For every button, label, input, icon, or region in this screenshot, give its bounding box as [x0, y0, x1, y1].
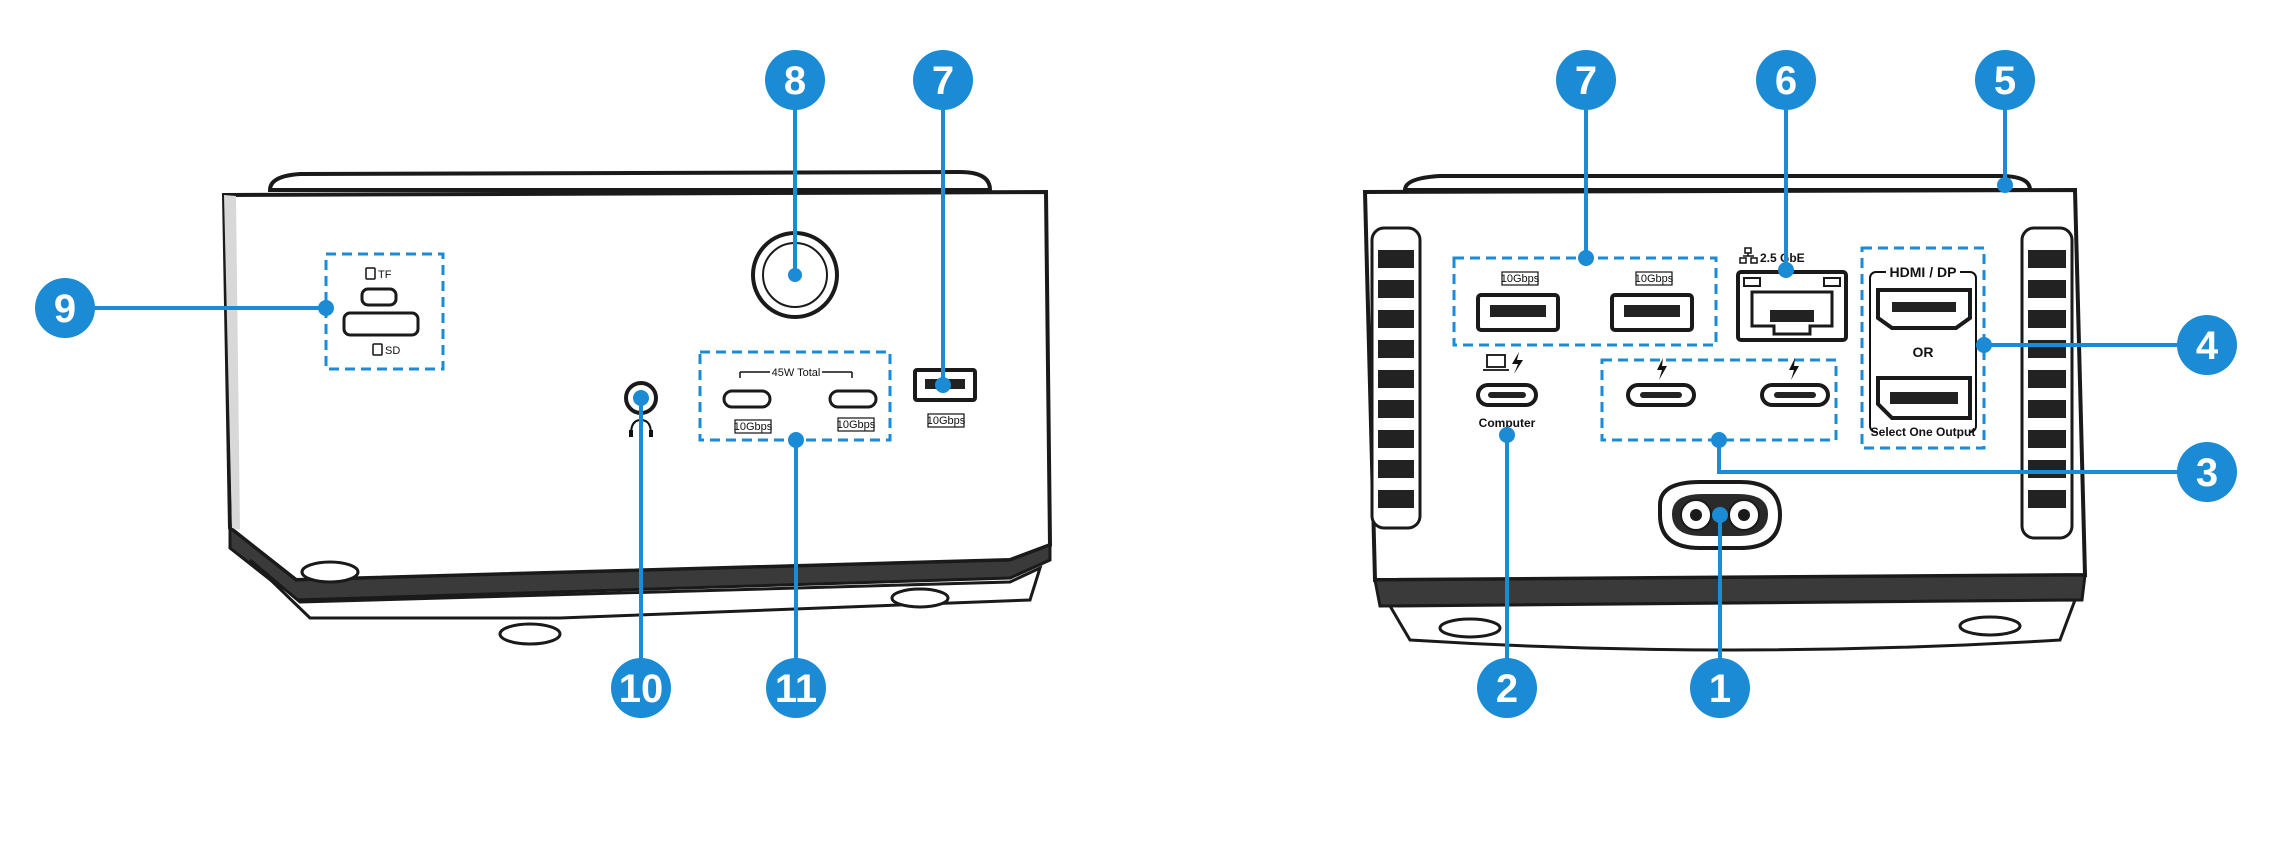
front-usbc-1-speed: 10Gbps	[734, 421, 773, 433]
callout-5: 5	[1975, 50, 2035, 110]
displayport-port[interactable]	[1876, 376, 1972, 420]
sd-slot[interactable]	[342, 311, 420, 337]
svg-text:6: 6	[1775, 59, 1797, 103]
computer-label: Computer	[1479, 416, 1536, 430]
front-usbc-port-2[interactable]	[828, 389, 878, 409]
front-usbc-port-1[interactable]	[722, 389, 772, 409]
svg-text:11: 11	[775, 667, 817, 711]
45w-total-label: 45W Total	[772, 367, 821, 379]
rear-usba-1-speed: 10Gbps	[1501, 273, 1540, 285]
rear-usbc-port-2[interactable]	[1760, 383, 1830, 407]
rear-callout-lines	[1499, 105, 2180, 660]
left-vent-grille	[1370, 226, 1422, 530]
svg-text:7: 7	[932, 59, 954, 103]
front-view: TF SD 45W Total	[35, 50, 1053, 718]
rear-usba-group: 10Gbps 10Gbps	[1452, 256, 1718, 347]
thunderbolt-icon	[1512, 352, 1523, 374]
sd-slot-icon	[372, 343, 383, 356]
callout-9: 9	[35, 278, 95, 338]
ethernet-port[interactable]	[1736, 270, 1848, 342]
tf-label: TF	[378, 269, 392, 281]
callout-7-rear: 7	[1556, 50, 1616, 110]
rear-usba-port-1[interactable]	[1476, 293, 1560, 332]
callout-6: 6	[1756, 50, 1816, 110]
svg-text:3: 3	[2196, 451, 2218, 495]
network-icon	[1739, 247, 1758, 264]
front-callout-lines	[90, 105, 951, 660]
callout-2: 2	[1477, 658, 1537, 718]
callout-4: 4	[2177, 315, 2237, 375]
right-vent-grille	[2020, 226, 2074, 540]
svg-text:7: 7	[1575, 59, 1597, 103]
ethernet-port-group: 2.5 GbE	[1736, 247, 1848, 342]
rear-usbc-group	[1600, 358, 1838, 442]
hdmi-dp-label: HDMI / DP	[1890, 264, 1957, 280]
rear-usba-port-2[interactable]	[1610, 293, 1694, 332]
rear-view: 10Gbps 10Gbps 2.5 GbE	[1362, 50, 2237, 718]
callout-1: 1	[1690, 658, 1750, 718]
callout-7-front: 7	[913, 50, 973, 110]
svg-text:10: 10	[619, 667, 664, 711]
card-reader: TF SD	[324, 252, 445, 371]
tf-slot[interactable]	[360, 287, 398, 307]
ethernet-label: 2.5 GbE	[1760, 251, 1805, 265]
svg-text:8: 8	[784, 59, 806, 103]
sd-label: SD	[385, 345, 400, 357]
callout-8: 8	[765, 50, 825, 110]
svg-text:1: 1	[1709, 667, 1731, 711]
callout-11: 11	[766, 658, 826, 718]
rear-usbc-port-1[interactable]	[1626, 383, 1696, 407]
video-output-group: HDMI / DP OR Select One Output	[1860, 246, 1986, 450]
callout-3: 3	[2177, 442, 2237, 502]
laptop-icon	[1483, 354, 1509, 371]
callout-10: 10	[611, 658, 671, 718]
thunderbolt-icon	[1789, 358, 1799, 380]
tf-slot-icon	[365, 267, 376, 280]
svg-text:9: 9	[54, 287, 76, 331]
rear-usba-2-speed: 10Gbps	[1635, 273, 1674, 285]
select-one-output-label: Select One Output	[1871, 425, 1976, 439]
svg-text:4: 4	[2196, 324, 2219, 368]
hdmi-port[interactable]	[1876, 288, 1972, 330]
svg-text:2: 2	[1496, 667, 1518, 711]
computer-usbc-group: Computer	[1476, 352, 1538, 430]
svg-text:5: 5	[1994, 59, 2016, 103]
rear-device-body	[1362, 174, 2088, 652]
or-label: OR	[1913, 344, 1934, 360]
front-usbc-2-speed: 10Gbps	[837, 419, 876, 431]
thunderbolt-icon	[1657, 358, 1667, 380]
front-usba-speed: 10Gbps	[927, 415, 966, 427]
